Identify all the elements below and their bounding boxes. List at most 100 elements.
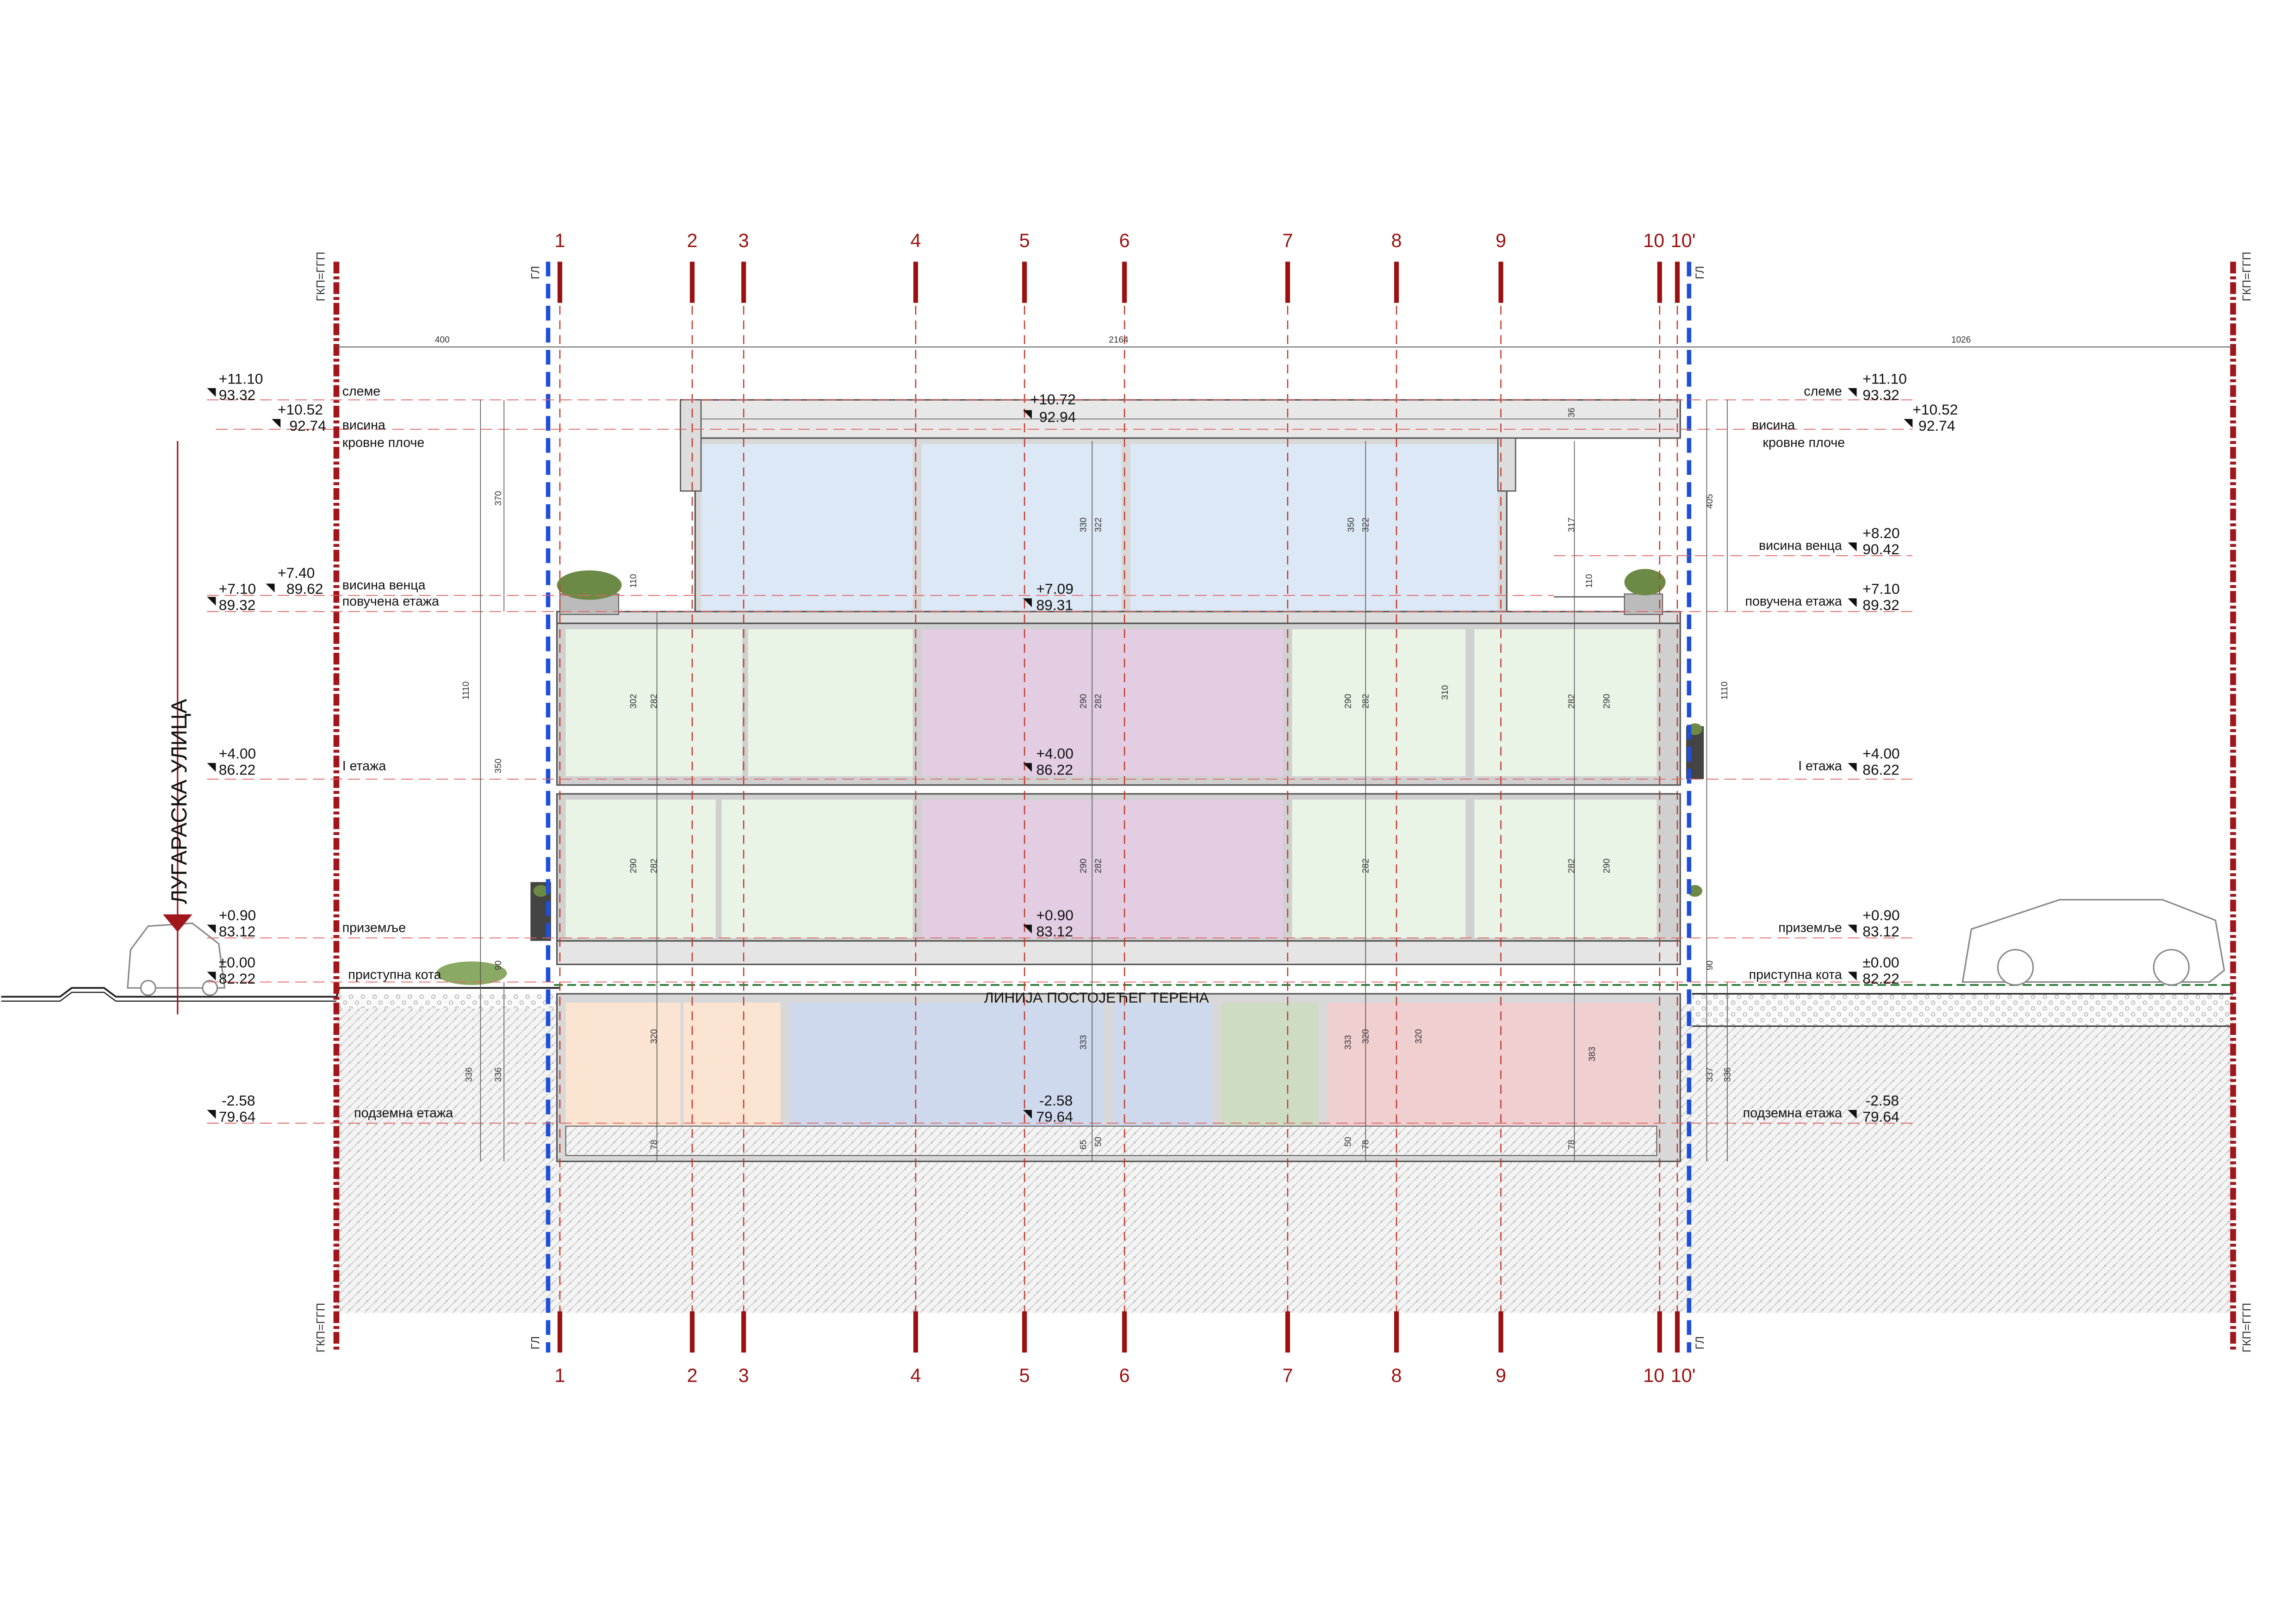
level-slab-rel: +10.52	[278, 401, 323, 418]
level-ground-abs: 83.12	[219, 923, 256, 940]
basement-room	[1221, 1003, 1319, 1126]
axis-label-7: 7	[1282, 230, 1293, 251]
level-pent-name: повучена етажа	[342, 594, 439, 609]
axis-marker	[689, 261, 695, 303]
planter-plants	[436, 569, 1702, 985]
axis-marker	[1394, 1311, 1399, 1353]
dim-label: 36	[1567, 408, 1576, 417]
dim-label: 282	[650, 694, 659, 709]
building-line-label-tr: ГЛ	[1694, 266, 1706, 279]
dim-label: 320	[1361, 1029, 1371, 1044]
axis-marker	[1675, 1311, 1680, 1353]
r-level-first-abs: 86.22	[1862, 762, 1899, 778]
c-level-base-rel: -2.58	[1039, 1092, 1073, 1109]
level-access-rel: ±0.00	[219, 954, 255, 971]
room	[565, 799, 716, 938]
level-access-abs: 82.22	[219, 970, 256, 987]
basement-room	[789, 1003, 1104, 1126]
room	[565, 629, 742, 776]
axis-label-4: 4	[910, 230, 921, 251]
room	[921, 444, 1122, 612]
r-level-cornice-rel: +8.20	[1862, 525, 1899, 541]
dim-label: 110	[629, 574, 639, 588]
room	[1292, 799, 1466, 938]
level-roof-abs: 93.32	[219, 386, 256, 403]
axis-marker	[1285, 261, 1290, 303]
r-level-cornice-name: висина венца	[1759, 538, 1842, 553]
room	[701, 444, 913, 612]
axis-label-2: 2	[687, 1365, 697, 1386]
boundary-label-bottom-left: ГКП=ГГП	[315, 1303, 328, 1352]
room	[721, 799, 913, 938]
building-line-label-bl: ГЛ	[529, 1336, 542, 1350]
dim-label: 336	[464, 1067, 474, 1082]
dim-label: 282	[1567, 859, 1576, 873]
dim-label: 282	[650, 859, 659, 873]
r-level-pent-name: повучена етажа	[1745, 594, 1842, 609]
vertical-dimensions	[480, 400, 1728, 1162]
c-level-first-abs: 86.22	[1036, 762, 1074, 778]
top-dimension: 400 2164 1026	[336, 335, 2234, 347]
axis-marker	[1022, 1311, 1027, 1353]
axis-marker	[557, 261, 563, 303]
r-level-ground-rel: +0.90	[1862, 907, 1899, 923]
axis-label-8: 8	[1391, 230, 1402, 251]
dim-label: 78	[1361, 1140, 1371, 1150]
basement-room	[1327, 1003, 1657, 1126]
dim-label: 322	[1361, 517, 1371, 532]
first-floor	[556, 622, 1704, 786]
dim-label: 290	[1079, 694, 1089, 709]
dim-label: 282	[1567, 694, 1576, 709]
level-base-name: подземна етажа	[354, 1106, 453, 1121]
terrain-label: ЛИНИЈА ПОСТОЈЕЋЕГ ТЕРЕНА	[984, 989, 1210, 1006]
dim-label: 50	[1344, 1137, 1353, 1146]
dim-2164: 2164	[1109, 335, 1129, 345]
penthouse-floor	[556, 437, 1681, 624]
level-slab-abs: 92.74	[289, 417, 326, 434]
axis-label-3: 3	[738, 230, 749, 251]
axis-label-4: 4	[910, 1365, 921, 1386]
axis-label-7: 7	[1282, 1365, 1293, 1386]
boundary-label-top-left: ГКП=ГГП	[315, 252, 328, 301]
dim-label: 317	[1567, 517, 1576, 532]
dim-label: 1110	[1720, 681, 1730, 700]
dim-label: 333	[1344, 1035, 1353, 1050]
dim-label: 78	[1567, 1140, 1576, 1150]
level-roof-name: слеме	[342, 384, 380, 399]
roof	[679, 399, 1681, 492]
axis-label-10: 10	[1643, 230, 1664, 251]
level-first-abs: 86.22	[219, 762, 256, 778]
car-left	[127, 922, 226, 996]
level-slab-name2: кровне плоче	[342, 435, 425, 450]
axis-label-1: 1	[555, 1365, 565, 1386]
r-level-roof-rel: +11.10	[1862, 370, 1907, 387]
level-base-rel: -2.58	[222, 1092, 255, 1109]
level-first-name: I етажа	[342, 759, 386, 774]
room	[921, 799, 1284, 938]
dim-label: 350	[1347, 517, 1356, 532]
basement-floor	[556, 993, 1681, 1162]
axis-label-1: 1	[555, 230, 565, 251]
r-level-roof-abs: 93.32	[1862, 386, 1899, 403]
room	[1474, 799, 1657, 938]
dim-label: 65	[1079, 1140, 1089, 1150]
dim-1026: 1026	[1951, 335, 1971, 345]
axis-marker	[913, 261, 918, 303]
r-level-ground-abs: 83.12	[1862, 923, 1899, 940]
c-level-roof-rel: +10.72	[1030, 391, 1076, 408]
dim-label: 282	[1093, 859, 1103, 873]
dim-label: 78	[650, 1140, 659, 1150]
basement-room	[1112, 1003, 1213, 1126]
basement-room	[683, 1003, 781, 1126]
axis-marker	[1394, 261, 1399, 303]
r-level-slab-name2: кровне плоче	[1763, 435, 1845, 450]
r-level-pent-rel: +7.10	[1862, 581, 1899, 597]
r-level-slab-rel: +10.52	[1912, 401, 1958, 418]
r-level-first-name: I етажа	[1798, 759, 1842, 774]
r-level-base-rel: -2.58	[1866, 1092, 1899, 1109]
axis-label-8: 8	[1391, 1365, 1402, 1386]
axis-marker	[1657, 1311, 1662, 1353]
boundary-label-top-right: ГКП=ГГП	[2240, 252, 2253, 301]
dim-label: 282	[1361, 694, 1371, 709]
